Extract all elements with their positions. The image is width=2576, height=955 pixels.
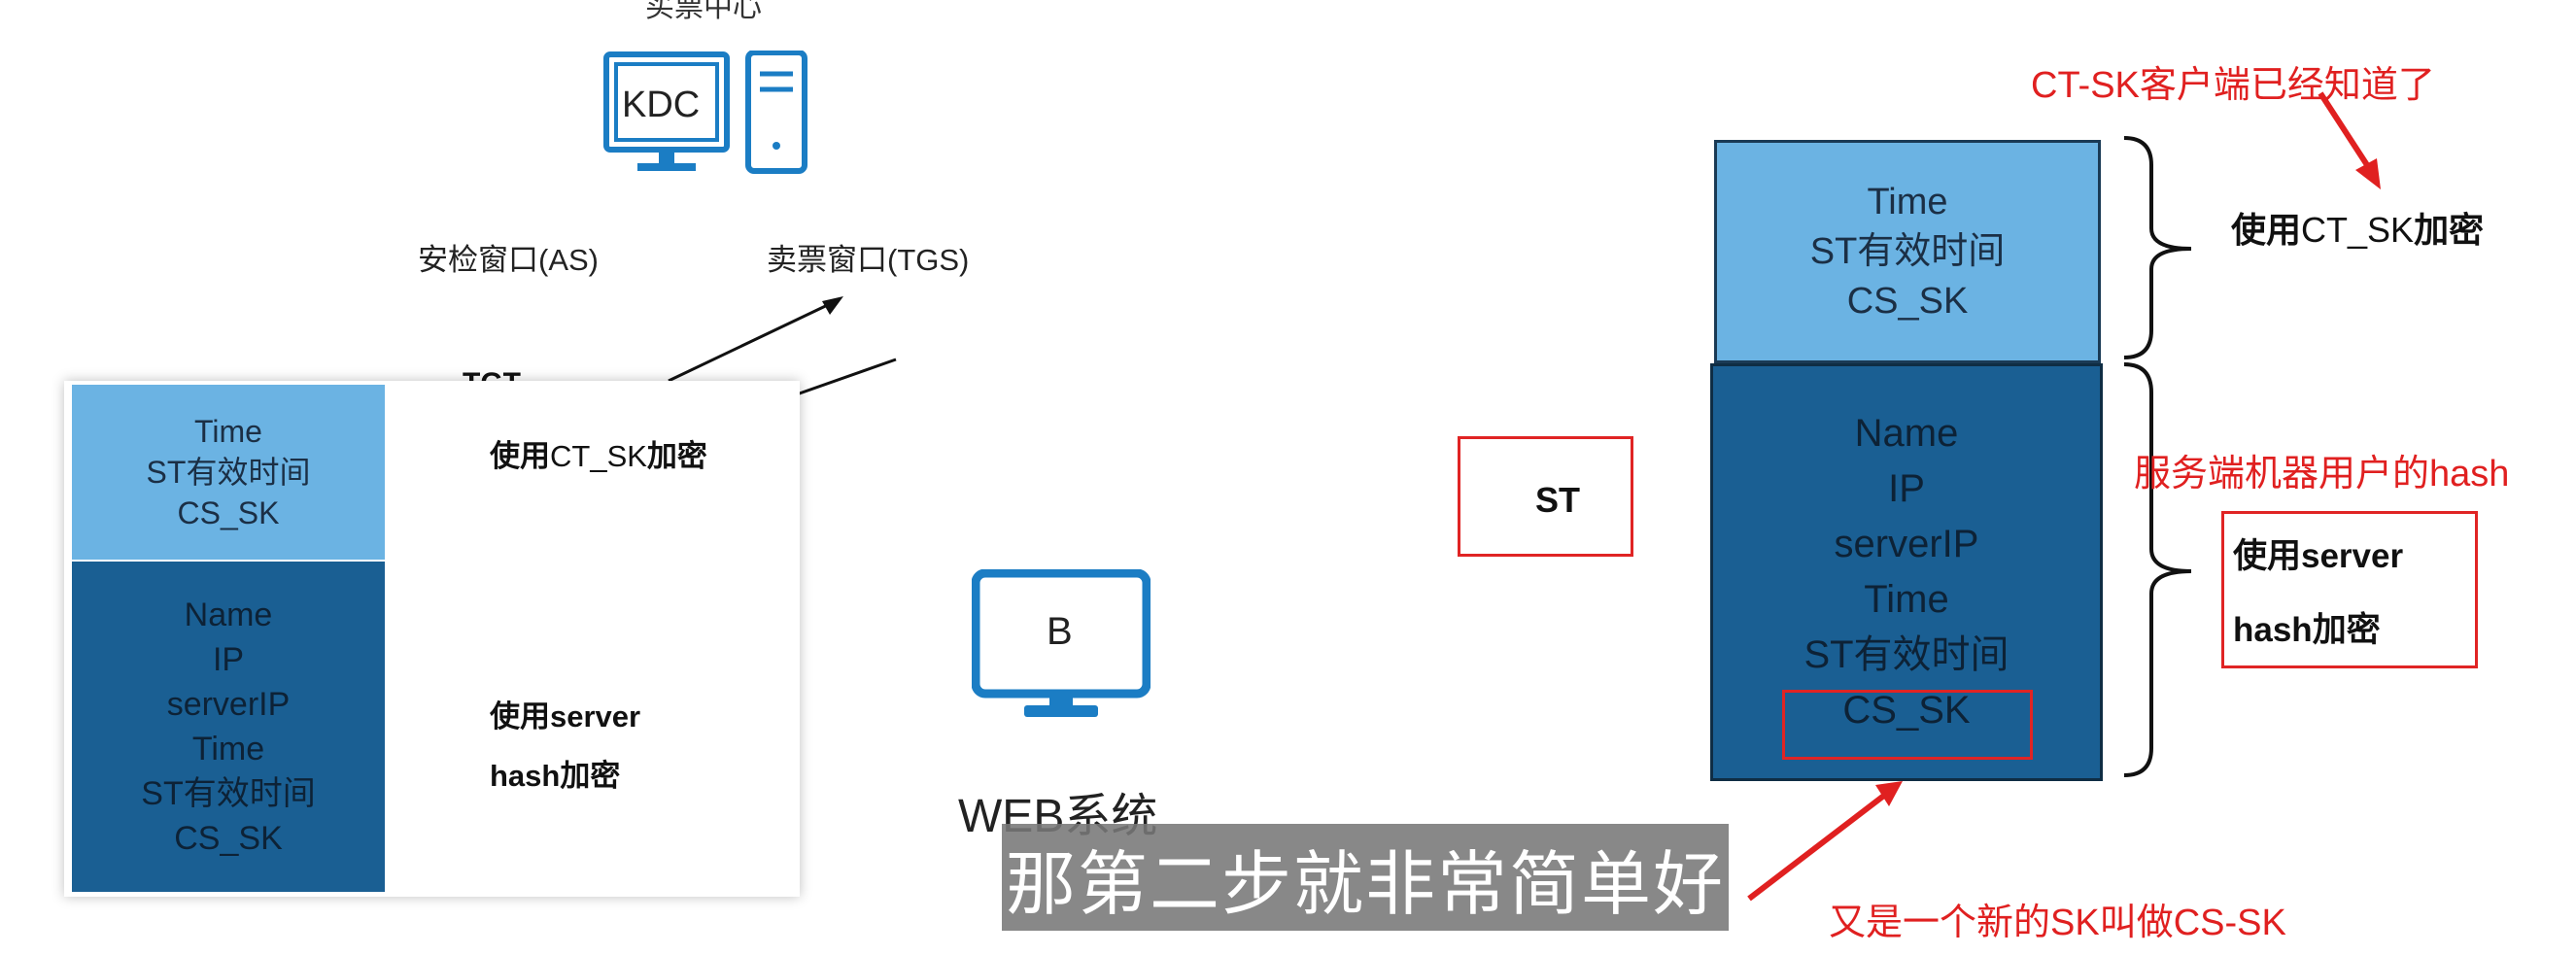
ticket-line: Name [184,597,273,633]
annotation-new-sk: 又是一个新的SK叫做CS-SK [1829,903,2286,943]
cs-sk-highlight [1782,690,2033,760]
ticket-line: ST有效时间 [146,455,311,490]
right-top-note: 使用CT_SK加密 [2231,202,2484,253]
annotation-ct-sk-known: CT-SK客户端已经知道了 [2031,65,2435,106]
ticket-line: Time [194,414,262,449]
left-ticket-bottom: Name IP serverIP Time ST有效时间 CS_SK [72,562,385,892]
web-monitor-icon [972,569,1151,717]
tgs-window-label: 卖票窗口(TGS) [767,243,970,277]
as-window-label: 安检窗口(AS) [418,243,599,277]
left-bottom-note-line1: 使用server [490,699,641,733]
server-hash-box [2221,511,2478,668]
right-bottom-note-line2: hash加密 [2233,611,2381,649]
kdc-label: KDC [622,85,701,125]
kdc-monitor-icon [603,51,807,174]
ticket-line: IP [1888,467,1925,510]
ticket-line: ST有效时间 [1803,633,2009,676]
right-bottom-note-line1: 使用server [2233,537,2404,575]
note-bold: 使用 [2231,210,2302,250]
left-top-note: 使用CT_SK加密 [490,431,707,475]
kdc-top-caption: 买票中心 [645,0,762,23]
note-bold: 使用 [490,439,550,473]
ticket-line: IP [212,641,245,678]
ticket-line: serverIP [166,686,291,723]
ticket-line: ST有效时间 [1809,230,2006,272]
left-bottom-note-line2: hash加密 [490,759,621,793]
ticket-line: Name [1854,412,1959,455]
st-label: ST [1535,480,1581,520]
note-bold: 加密 [646,439,707,473]
ticket-line: Time [191,731,265,767]
note-plain: CT_SK [550,439,647,473]
tgt-label: TGT [463,367,521,381]
ticket-line: CS_SK [1846,280,1969,322]
ticket-line: ST有效时间 [141,775,316,812]
right-ticket-bottom: Name IP serverIP Time ST有效时间 CS_SK [1710,363,2103,781]
note-bold: 加密 [2414,210,2485,250]
ticket-line: CS_SK [174,820,283,857]
web-screen-label: B [1047,610,1073,653]
note-plain: CT_SK [2301,210,2415,250]
left-ticket-top: Time ST有效时间 CS_SK [72,385,385,560]
st-box [1458,436,1633,557]
ticket-line: serverIP [1834,523,1979,565]
right-ticket-top: Time ST有效时间 CS_SK [1714,140,2101,363]
ticket-line: CS_SK [1842,689,1971,732]
ticket-line: CS_SK [177,495,280,530]
annotation-server-hash: 服务端机器用户的hash [2134,454,2510,495]
ticket-line: Time [1864,578,1949,621]
ticket-line: Time [1867,181,1948,222]
video-subtitle: 那第二步就非常简单好 [1002,824,1729,931]
